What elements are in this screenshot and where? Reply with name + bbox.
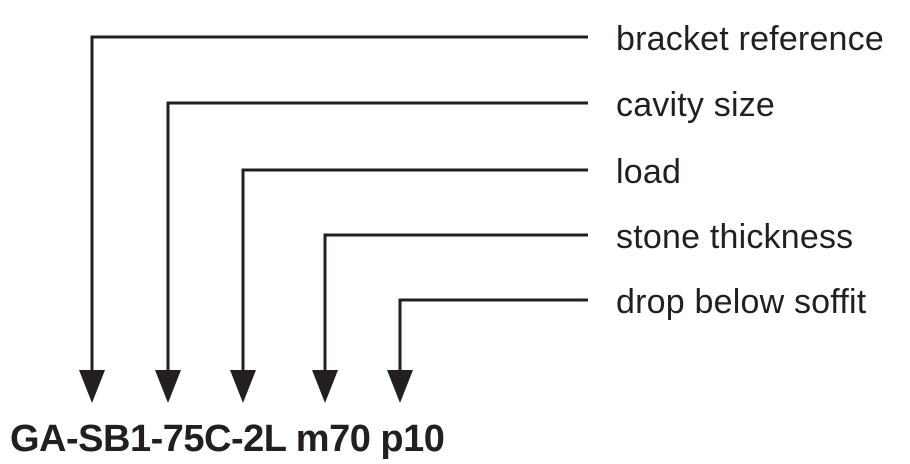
leader-line-load — [230, 168, 588, 403]
label-load: load — [616, 153, 682, 191]
leader-line-stone-thickness — [312, 233, 588, 403]
arrowhead-icon — [155, 370, 181, 403]
label-bracket-reference: bracket reference — [616, 20, 884, 58]
arrowhead-icon — [312, 370, 338, 403]
leader-line-cavity-size — [155, 101, 588, 403]
label-drop-below-soffit: drop below soffit — [616, 283, 867, 321]
leader-line-drop-below-soffit — [387, 298, 588, 403]
arrowhead-icon — [79, 370, 105, 403]
label-stone-thickness: stone thickness — [616, 218, 854, 256]
leader-line-bracket-reference — [79, 35, 588, 403]
arrowhead-icon — [230, 370, 256, 403]
product-code: GA-SB1-75C-2L m70 p10 — [10, 418, 445, 460]
arrowhead-icon — [387, 370, 413, 403]
label-cavity-size: cavity size — [616, 86, 776, 124]
